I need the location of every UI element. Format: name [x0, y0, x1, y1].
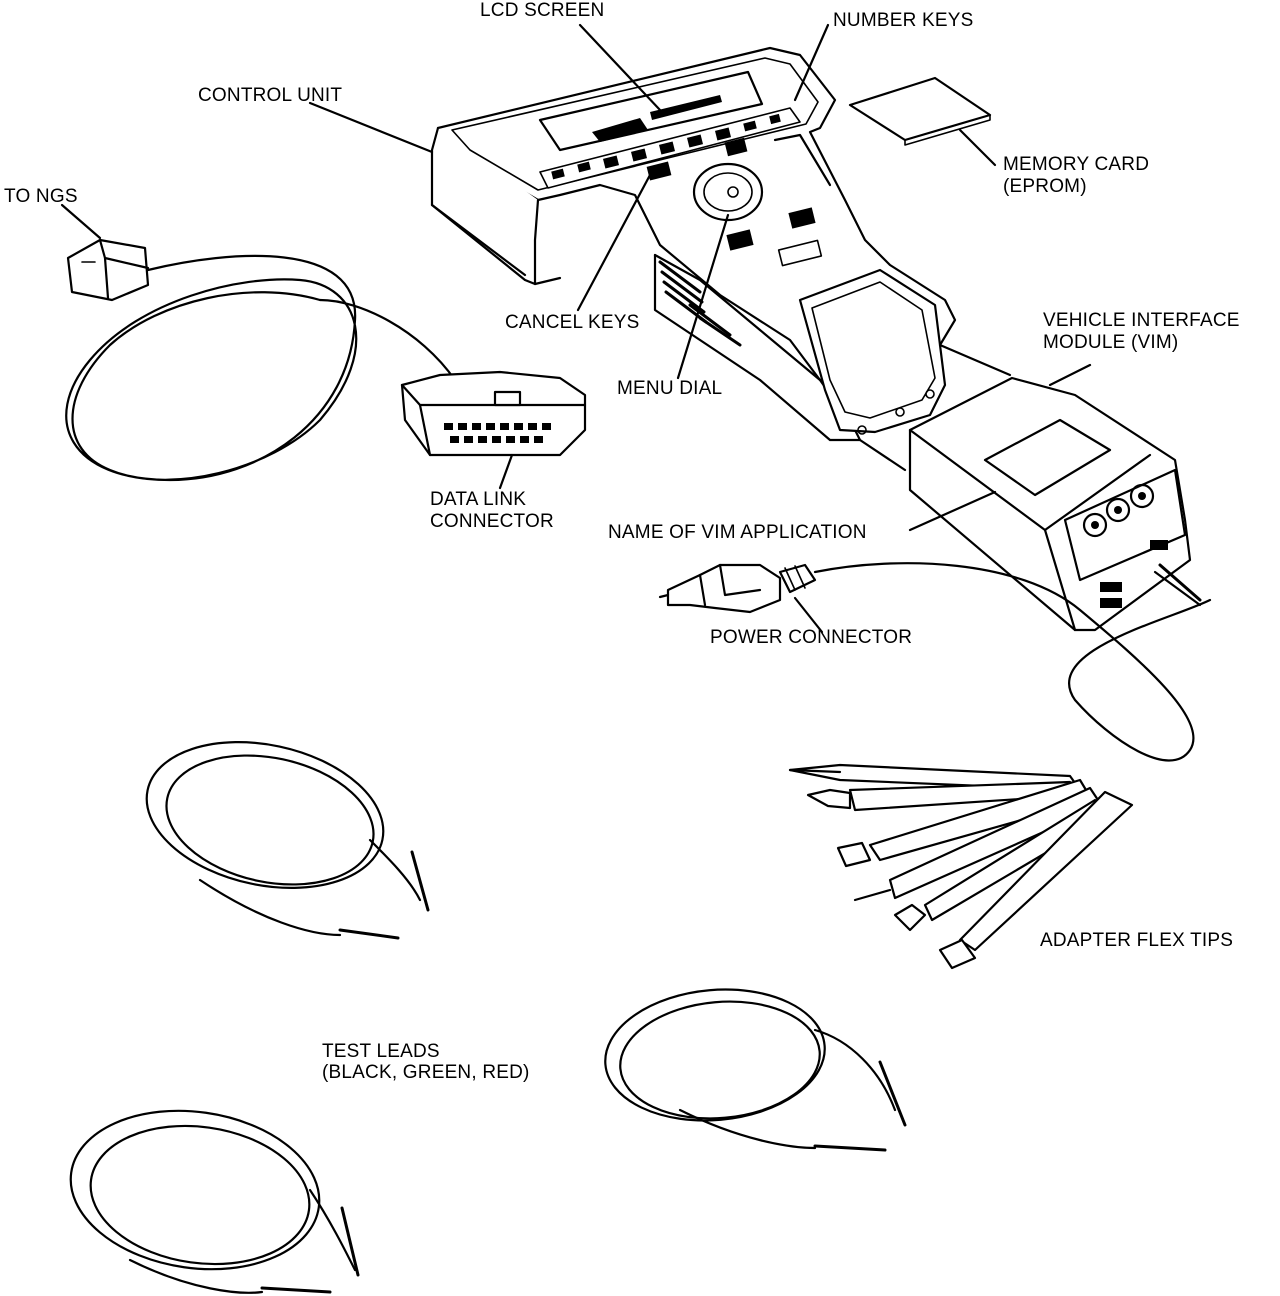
- cancel-key: [646, 161, 672, 181]
- label-power-connector: POWER CONNECTOR: [710, 627, 912, 648]
- label-control-unit: CONTROL UNIT: [198, 85, 342, 106]
- label-memory-card: MEMORY CARD: [1003, 154, 1149, 175]
- label-memory-card-eprom: (EPROM): [1003, 176, 1087, 197]
- vehicle-interface-module: [908, 376, 1202, 632]
- label-vim-module: MODULE (VIM): [1043, 332, 1178, 353]
- label-lcd-screen: LCD SCREEN: [480, 0, 604, 21]
- label-adapter-flex-tips: ADAPTER FLEX TIPS: [1040, 930, 1233, 951]
- label-test-leads: TEST LEADS: [322, 1041, 440, 1062]
- ngs-cable: [65, 238, 587, 482]
- test-lead-1: [145, 741, 430, 940]
- leader-lines: [60, 23, 1092, 634]
- label-data-link: DATA LINK: [430, 489, 526, 510]
- adapter-flex-tips: [788, 763, 1134, 970]
- label-to-ngs: TO NGS: [4, 186, 78, 207]
- label-vim-application: NAME OF VIM APPLICATION: [608, 522, 867, 543]
- lcd-screen: [538, 70, 764, 152]
- number-keys: [539, 107, 801, 189]
- control-unit: [430, 46, 1012, 472]
- menu-dial: [692, 162, 764, 222]
- vim-application-window: [983, 418, 1112, 497]
- label-test-leads-colors: (BLACK, GREEN, RED): [322, 1062, 530, 1083]
- data-link-connector: [400, 370, 587, 457]
- label-data-link-connector: CONNECTOR: [430, 511, 554, 532]
- labels: LCD SCREEN NUMBER KEYS CONTROL UNIT TO N…: [4, 0, 1240, 1083]
- label-cancel-keys: CANCEL KEYS: [505, 312, 640, 333]
- test-lead-2: [604, 988, 907, 1152]
- test-lead-3: [69, 1109, 360, 1294]
- grip-ridges: [658, 260, 742, 347]
- memory-card: [848, 76, 992, 146]
- label-vim: VEHICLE INTERFACE: [1043, 310, 1240, 331]
- power-connector: [658, 562, 1212, 762]
- label-number-keys: NUMBER KEYS: [833, 10, 974, 31]
- label-menu-dial: MENU DIAL: [617, 378, 722, 399]
